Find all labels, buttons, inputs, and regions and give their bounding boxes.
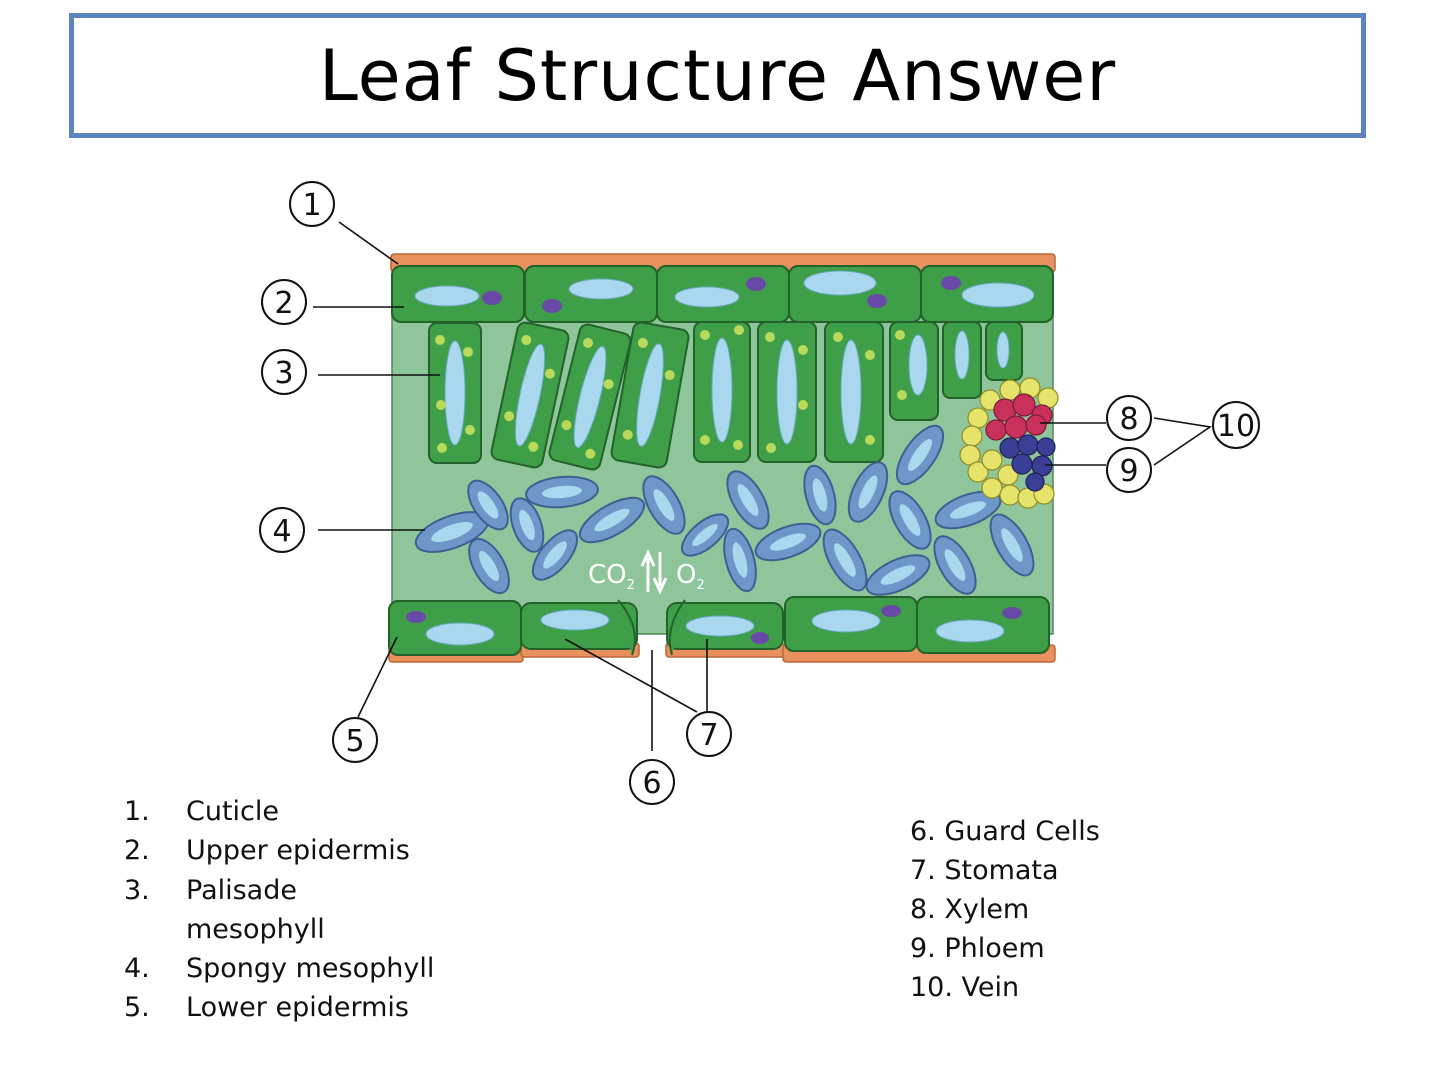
vein bbox=[959, 377, 1059, 509]
palisade-cell bbox=[548, 323, 632, 471]
legend-item: 10. Vein bbox=[910, 972, 1020, 1003]
svg-text:4: 4 bbox=[272, 514, 291, 549]
callout-2: 2 bbox=[261, 279, 307, 325]
callout-5: 5 bbox=[332, 717, 378, 763]
arrow-up-icon bbox=[640, 549, 656, 592]
legend-item: 8. Xylem bbox=[910, 894, 1030, 925]
svg-text:8: 8 bbox=[1119, 402, 1138, 437]
legend-right: 6. Guard Cells 7. Stomata 8. Xylem 9. Ph… bbox=[910, 812, 1100, 1007]
leader-lines bbox=[313, 221, 1213, 751]
vein-sheath bbox=[959, 377, 1059, 509]
callouts: 1 2 3 4 5 6 7 8 9 10 bbox=[259, 181, 1260, 805]
legend-number: 2. bbox=[124, 835, 150, 867]
spongy-mesophyll bbox=[414, 424, 1035, 596]
palisade-cell bbox=[942, 321, 982, 399]
arrow-down-icon bbox=[652, 552, 668, 595]
legend-text: Upper epidermis bbox=[186, 835, 410, 867]
callout-6: 6 bbox=[629, 759, 675, 805]
legend-item: 6. Guard Cells bbox=[910, 816, 1100, 847]
legend-number: 4. bbox=[124, 953, 150, 985]
legend-text: Cuticle bbox=[186, 796, 280, 827]
legend-number: 5. bbox=[124, 992, 150, 1024]
svg-text:6: 6 bbox=[642, 766, 661, 801]
svg-text:10: 10 bbox=[1217, 409, 1255, 444]
guard-cell-right bbox=[666, 599, 784, 656]
xylem bbox=[985, 393, 1053, 441]
legend-item: 9. Phloem bbox=[910, 933, 1045, 964]
palisade-cell bbox=[889, 321, 939, 421]
legend-item: 4. Spongy mesophyll bbox=[124, 949, 446, 988]
legend-item: 2. Upper epidermis bbox=[124, 831, 446, 870]
palisade-cell bbox=[757, 321, 817, 463]
svg-text:1: 1 bbox=[302, 188, 321, 223]
epidermis-cell bbox=[916, 596, 1050, 654]
callout-3: 3 bbox=[261, 349, 307, 395]
legend-left: 1. Cuticle 2. Upper epidermis 3. Palisad… bbox=[124, 792, 446, 1028]
callout-4: 4 bbox=[259, 507, 305, 553]
legend-item: 3. Palisade mesophyll bbox=[124, 871, 446, 950]
callout-10: 10 bbox=[1212, 401, 1260, 449]
epidermis-cell bbox=[784, 596, 918, 652]
palisade-cell bbox=[610, 321, 690, 469]
epidermis-cell bbox=[388, 600, 522, 656]
palisade-cell bbox=[693, 321, 751, 463]
palisade-cell bbox=[824, 321, 884, 463]
upper-epidermis bbox=[391, 265, 1054, 323]
legend-text: Palisade mesophyll bbox=[186, 874, 325, 945]
palisade-mesophyll bbox=[428, 321, 1023, 471]
legend-number: 3. bbox=[124, 874, 150, 906]
page-title: Leaf Structure Answer bbox=[318, 34, 1117, 117]
title-box: Leaf Structure Answer bbox=[69, 13, 1366, 138]
svg-text:5: 5 bbox=[345, 724, 364, 759]
legend-item: 5. Lower epidermis bbox=[124, 988, 446, 1027]
gas-exchange-label: CO2 O2 bbox=[588, 549, 705, 595]
epidermis-cell bbox=[391, 265, 525, 323]
legend-item: 7. Stomata bbox=[910, 855, 1059, 886]
epidermis-cell bbox=[920, 265, 1054, 323]
svg-text:2: 2 bbox=[274, 286, 293, 321]
palisade-cell bbox=[985, 321, 1023, 381]
callout-9: 9 bbox=[1106, 447, 1152, 493]
legend-text: Spongy mesophyll bbox=[186, 953, 435, 985]
palisade-cell bbox=[428, 322, 482, 464]
guard-cell-left bbox=[520, 599, 638, 656]
epidermis-cell bbox=[524, 265, 658, 323]
svg-text:9: 9 bbox=[1119, 454, 1138, 489]
epidermis-cell bbox=[656, 265, 790, 323]
callout-8: 8 bbox=[1106, 395, 1152, 441]
svg-text:3: 3 bbox=[274, 356, 293, 391]
co2-label: CO2 bbox=[588, 560, 635, 593]
legend-item: 1. Cuticle bbox=[124, 792, 446, 831]
legend-number: 1. bbox=[124, 796, 150, 827]
lower-epidermis bbox=[388, 596, 1050, 656]
callout-7: 7 bbox=[686, 711, 732, 757]
callout-1: 1 bbox=[289, 181, 335, 227]
svg-text:7: 7 bbox=[699, 718, 718, 753]
phloem bbox=[999, 434, 1056, 492]
o2-label: O2 bbox=[676, 560, 705, 593]
legend-text: Lower epidermis bbox=[186, 992, 409, 1024]
palisade-cell bbox=[490, 321, 570, 469]
epidermis-cell bbox=[788, 265, 922, 323]
